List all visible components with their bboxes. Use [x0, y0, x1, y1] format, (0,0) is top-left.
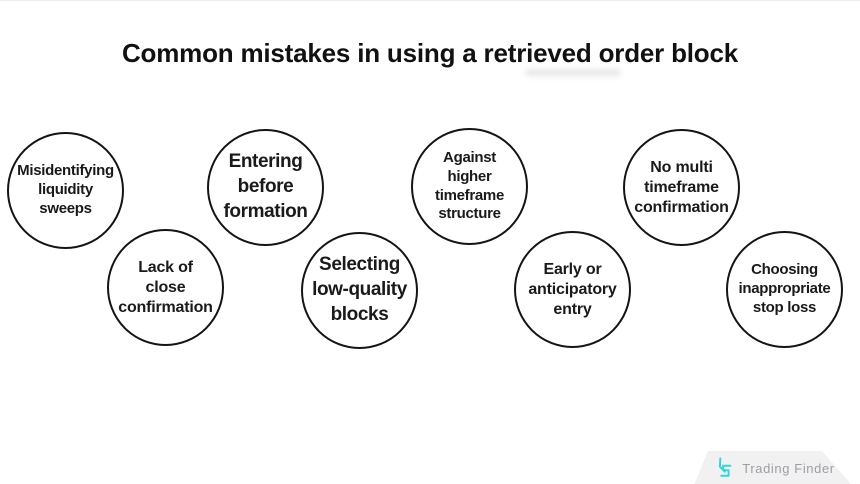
bubble-selecting-low-quality-blocks: Selecting low-quality blocks: [301, 232, 418, 349]
bubble-lack-of-close-confirmation: Lack of close confirmation: [107, 229, 224, 346]
brand-banner: Trading Finder: [694, 451, 852, 484]
trading-finder-logo-icon: [719, 457, 732, 477]
bubble-no-multi-timeframe-confirmation: No multi timeframe confirmation: [623, 129, 740, 246]
bubble-early-or-anticipatory-entry: Early or anticipatory entry: [514, 231, 631, 348]
page-title: Common mistakes in using a retrieved ord…: [121, 38, 739, 68]
brand-logo-text: Trading Finder: [742, 460, 835, 476]
watermark-smudge: [525, 69, 621, 76]
bubble-against-higher-timeframe-structure: Against higher timeframe structure: [411, 128, 528, 245]
bubble-misidentifying-liquidity-sweeps: Misidentifying liquidity sweeps: [7, 132, 124, 249]
bubble-entering-before-formation: Entering before formation: [207, 129, 324, 246]
bubble-choosing-inappropriate-stop-loss: Choosing inappropriate stop loss: [726, 231, 843, 348]
